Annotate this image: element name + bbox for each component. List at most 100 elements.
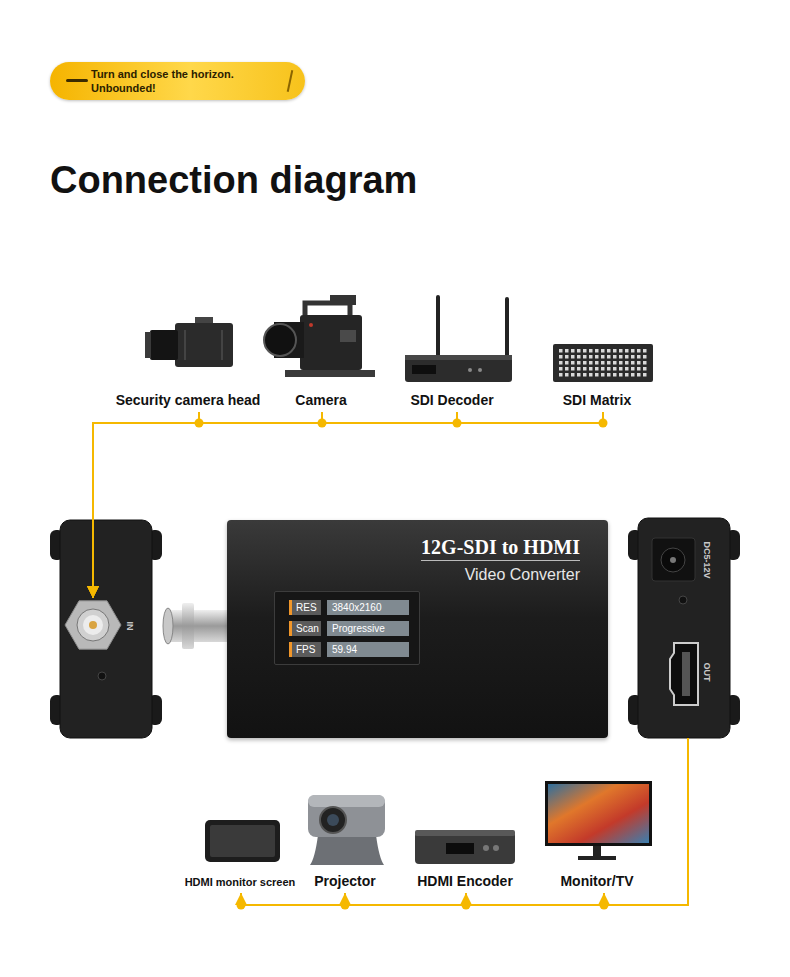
product-title: 12G-SDI to HDMI — [421, 536, 580, 561]
bnc-face — [163, 608, 173, 644]
encoder-display — [446, 843, 474, 854]
screen-value: Progressive — [327, 621, 409, 636]
hdmi-tongue — [682, 652, 690, 696]
signal-connector — [241, 738, 688, 905]
camera-lens — [150, 330, 178, 360]
screen-field: RES — [289, 600, 321, 615]
end-panel — [60, 520, 152, 738]
signal-connector — [93, 412, 199, 598]
screen-value: 59.94 — [327, 642, 409, 657]
hdmi-encoder-icon — [415, 830, 515, 864]
camera-body — [300, 315, 362, 370]
matrix-ports — [557, 348, 649, 378]
power-label: DC5-12V — [702, 541, 712, 578]
screen-field: Scan — [289, 621, 321, 636]
connector-group — [93, 412, 688, 905]
bnc-connector — [163, 603, 228, 649]
panel-hole — [98, 672, 106, 680]
projector-stand — [310, 835, 384, 865]
device-caption: Projector — [314, 873, 375, 889]
bnc-pin — [89, 621, 97, 629]
device-caption: HDMI monitor screen — [185, 876, 296, 889]
banner-pill: Turn and close the horizon. Unbounded! — [50, 62, 305, 100]
hdmi-port — [670, 643, 698, 705]
display-device: HDMI monitor screen — [180, 815, 301, 893]
tv-monitor-icon — [545, 781, 652, 860]
dc-jack-hole — [661, 548, 685, 572]
converter-body: 12G-SDI to HDMI Video ConverterRES 3840x21… — [227, 520, 608, 738]
tv-neck — [593, 846, 601, 856]
input-end-panel — [50, 520, 162, 738]
projector-icon — [308, 795, 385, 865]
dc-jack-pin — [670, 557, 676, 563]
dc-jack — [652, 538, 695, 581]
projector-body — [308, 795, 385, 837]
decoder-box — [405, 355, 512, 382]
camera-body — [175, 323, 233, 367]
encoder-box — [415, 832, 515, 864]
decoder-button — [478, 368, 482, 372]
port-label: OUT — [702, 663, 712, 682]
display-device: Monitor/TV — [540, 775, 655, 893]
antenna — [436, 295, 440, 357]
decoder-top — [405, 355, 512, 360]
encoder-button — [483, 845, 489, 851]
monitor-frame — [205, 820, 280, 862]
viewfinder — [330, 295, 356, 305]
projector-top — [308, 795, 385, 807]
bnc-hex-nut — [65, 601, 121, 649]
source-device: SDI Decoder — [392, 292, 512, 412]
device-caption: Monitor/TV — [560, 873, 633, 889]
diagram-title: Connection diagram — [50, 158, 417, 202]
source-device: Security camera head — [108, 315, 268, 412]
display-device: HDMI Encoder — [405, 825, 525, 893]
status-screen: RES 3840x2160Scan ProgressiveFPS 59.94 — [274, 591, 420, 665]
bnc-ring — [182, 603, 194, 649]
device-caption: Security camera head — [116, 392, 261, 408]
source-device: Camera — [266, 290, 376, 412]
encoder-button — [493, 845, 499, 851]
bnc-insulator — [83, 615, 103, 635]
hdmi-monitor-icon — [205, 820, 280, 862]
base-plate — [285, 370, 375, 377]
device-caption: SDI Decoder — [410, 392, 493, 408]
output-end-panel — [628, 518, 740, 738]
matrix-chassis — [553, 344, 653, 382]
screen-value: 3840x2160 — [327, 600, 409, 615]
banner-slogan: Turn and close the horizon. Unbounded! — [91, 67, 266, 95]
tv-screen — [548, 784, 649, 843]
lens-front — [264, 324, 296, 356]
sdi-matrix-icon — [553, 344, 653, 382]
side-screen — [340, 330, 356, 342]
end-panel — [638, 518, 730, 738]
tv-base — [578, 856, 616, 860]
device-caption: HDMI Encoder — [417, 873, 513, 889]
signal-connector — [345, 738, 688, 905]
screen-field: FPS — [289, 642, 321, 657]
record-light — [309, 323, 313, 327]
display-device: Projector — [298, 790, 393, 893]
bnc-barrel — [168, 610, 228, 642]
decoder-display — [412, 365, 436, 374]
device-caption: SDI Matrix — [563, 392, 631, 408]
source-device: SDI Matrix — [542, 340, 652, 412]
port-label: IN — [125, 622, 135, 631]
status-led — [679, 596, 687, 604]
antenna — [505, 297, 509, 357]
tv-frame — [545, 781, 652, 846]
projector-lens — [320, 807, 346, 833]
product-subtitle: Video Converter — [465, 566, 580, 584]
device-caption: Camera — [295, 392, 346, 408]
security-camera-icon — [145, 317, 233, 367]
body-rib — [221, 330, 223, 360]
bnc-socket — [77, 609, 109, 641]
output-end-panel: DC5-12V OUT — [638, 518, 730, 738]
lens-ring — [145, 332, 151, 358]
body-rib — [184, 330, 186, 360]
camera-mount — [195, 317, 213, 324]
sdi-input-port: IN — [64, 598, 140, 655]
sdi-decoder-icon — [405, 295, 512, 382]
